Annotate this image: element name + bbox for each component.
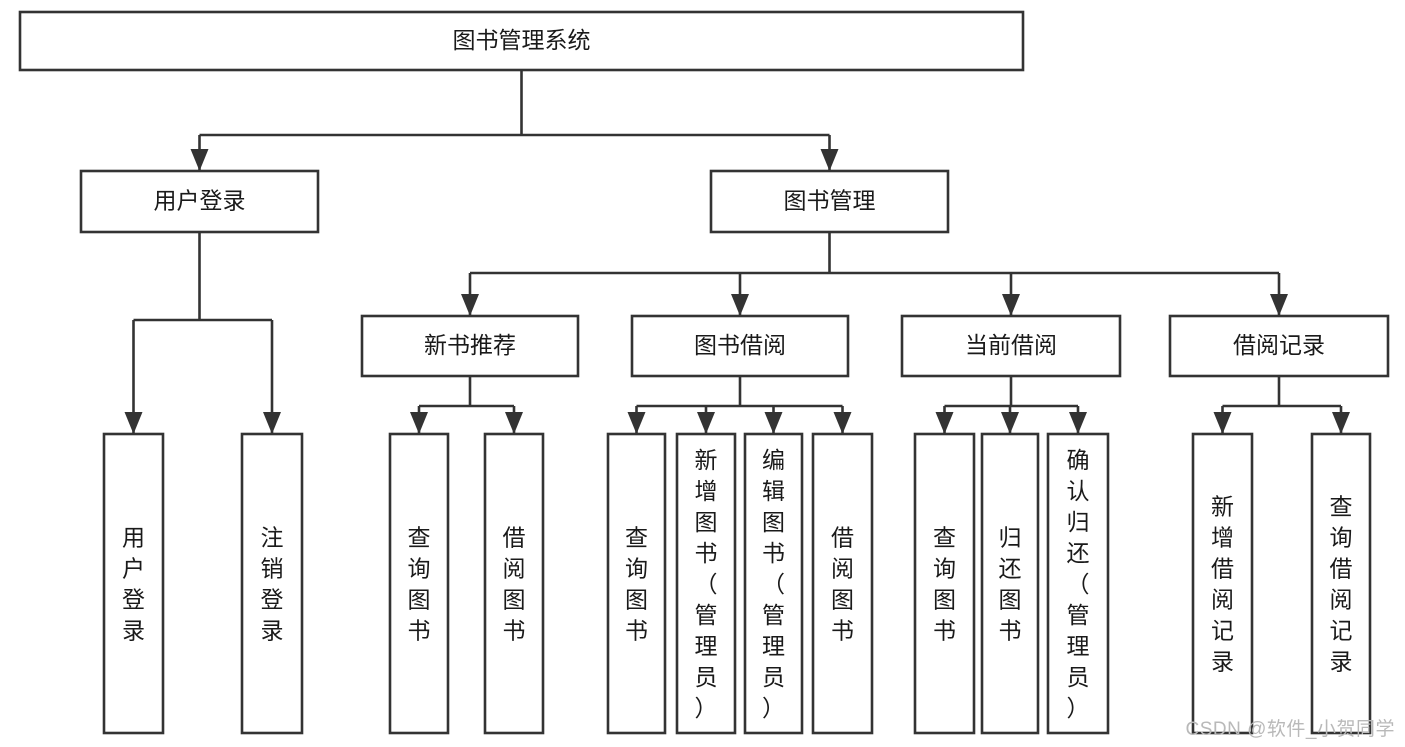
csdn-watermark: CSDN @软件_小贺同学 [1185, 719, 1395, 740]
edge-arrowhead [1001, 412, 1019, 434]
node-label: 新书推荐 [424, 332, 516, 358]
edge-arrowhead [935, 412, 954, 434]
node-new-book-recommend[interactable]: 新书推荐 [360, 314, 580, 378]
node-label: 查询图书 [408, 525, 431, 644]
edge-arrowhead [1069, 412, 1087, 434]
node-label: 新增借阅记录 [1211, 494, 1234, 675]
node-label: 图书管理 [784, 188, 876, 214]
node-leaf-query-book-2[interactable]: 查询图书 [606, 432, 667, 735]
node-box[interactable] [1046, 432, 1110, 735]
edge-arrowhead [731, 294, 749, 316]
node-leaf-add-record[interactable]: 新增借阅记录 [1191, 432, 1254, 735]
node-label: 用户登录 [154, 188, 246, 214]
node-label: 编辑图书（管理员） [762, 447, 785, 721]
edge-arrowhead [764, 412, 783, 434]
node-label: 用户登录 [122, 525, 145, 644]
node-label: 新增图书（管理员） [695, 447, 718, 721]
node-box[interactable] [79, 169, 320, 234]
node-leaf-logout[interactable]: 注销登录 [240, 432, 304, 735]
node-leaf-return-book[interactable]: 归还图书 [980, 432, 1040, 735]
node-leaf-borrow-book-1[interactable]: 借阅图书 [483, 432, 545, 735]
node-leaf-edit-book[interactable]: 编辑图书（管理员） [743, 432, 804, 735]
node-leaf-borrow-book-2[interactable]: 借阅图书 [811, 432, 874, 735]
node-box[interactable] [606, 432, 667, 735]
edge-arrowhead [627, 412, 646, 434]
node-root-book-management-system[interactable]: 图书管理系统 [18, 10, 1025, 72]
node-label: 确认归还（管理员） [1067, 447, 1090, 721]
node-borrow-record[interactable]: 借阅记录 [1168, 314, 1390, 378]
edge-arrowhead [124, 412, 143, 434]
node-box[interactable] [18, 10, 1025, 72]
node-label: 归还图书 [999, 525, 1022, 644]
edge-arrowhead [820, 149, 839, 171]
node-label: 图书借阅 [694, 332, 786, 358]
node-box[interactable] [1168, 314, 1390, 378]
node-label: 借阅图书 [503, 525, 526, 644]
node-label: 图书管理系统 [453, 27, 591, 53]
edge-arrowhead [833, 412, 852, 434]
edge-arrowhead [461, 294, 479, 316]
node-label: 当前借阅 [965, 332, 1057, 358]
node-box[interactable] [811, 432, 874, 735]
edge-arrowhead [190, 149, 209, 171]
node-label: 查询图书 [625, 525, 648, 644]
node-box[interactable] [360, 314, 580, 378]
node-box[interactable] [913, 432, 976, 735]
node-box[interactable] [630, 314, 850, 378]
edge-arrowhead [505, 412, 523, 434]
node-leaf-user-login[interactable]: 用户登录 [102, 432, 165, 735]
node-label: 借阅图书 [831, 525, 854, 644]
node-label: 查询图书 [933, 525, 956, 644]
node-book-manage[interactable]: 图书管理 [709, 169, 950, 234]
node-current-borrow[interactable]: 当前借阅 [900, 314, 1122, 378]
node-box[interactable] [388, 432, 450, 735]
edge-arrowhead [1002, 294, 1020, 316]
edge-arrowhead [1270, 294, 1288, 316]
edge-arrowhead [410, 412, 428, 434]
node-book-borrow[interactable]: 图书借阅 [630, 314, 850, 378]
edge-arrowhead [1213, 412, 1232, 434]
node-box[interactable] [483, 432, 545, 735]
connector-layer [124, 70, 1350, 434]
node-box[interactable] [1191, 432, 1254, 735]
node-box[interactable] [900, 314, 1122, 378]
edge-arrowhead [697, 412, 715, 434]
node-box[interactable] [240, 432, 304, 735]
node-user-login[interactable]: 用户登录 [79, 169, 320, 234]
node-layer: 图书管理系统用户登录图书管理新书推荐图书借阅当前借阅借阅记录用户登录注销登录查询… [18, 10, 1390, 735]
node-label: 借阅记录 [1233, 332, 1325, 358]
node-box[interactable] [980, 432, 1040, 735]
node-label: 查询借阅记录 [1330, 494, 1353, 675]
node-leaf-query-record[interactable]: 查询借阅记录 [1310, 432, 1372, 735]
node-box[interactable] [675, 432, 737, 735]
node-leaf-query-book-1[interactable]: 查询图书 [388, 432, 450, 735]
node-label: 注销登录 [261, 525, 284, 644]
node-box[interactable] [709, 169, 950, 234]
node-leaf-query-book-3[interactable]: 查询图书 [913, 432, 976, 735]
edge-arrowhead [263, 412, 281, 434]
edge-arrowhead [1332, 412, 1350, 434]
node-box[interactable] [1310, 432, 1372, 735]
node-leaf-confirm-return[interactable]: 确认归还（管理员） [1046, 432, 1110, 735]
node-box[interactable] [102, 432, 165, 735]
node-box[interactable] [743, 432, 804, 735]
node-leaf-add-book[interactable]: 新增图书（管理员） [675, 432, 737, 735]
